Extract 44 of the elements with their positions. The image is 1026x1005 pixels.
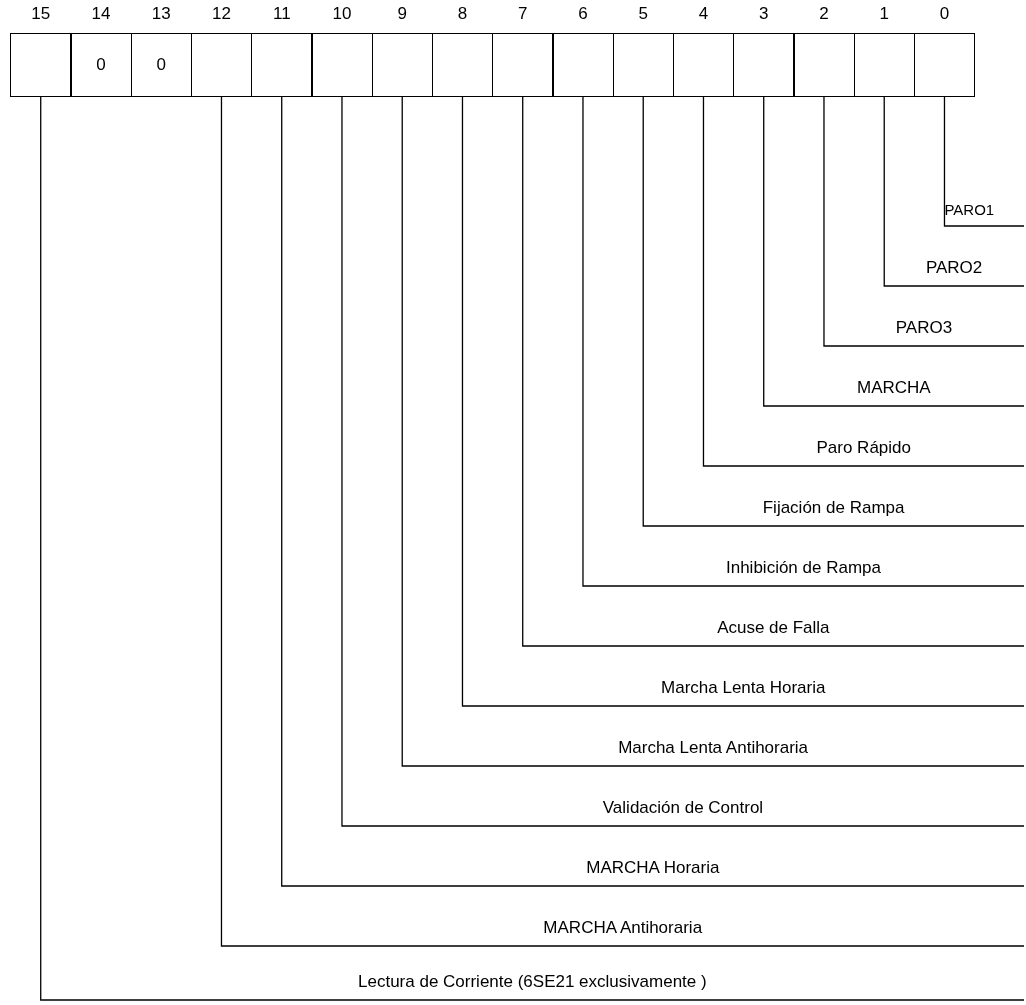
bit-number: 8 xyxy=(456,4,469,24)
field-description: MARCHA xyxy=(763,370,1024,406)
bit-number: 11 xyxy=(271,4,292,24)
field-description: Fijación de Rampa xyxy=(643,490,1024,526)
bit-number: 12 xyxy=(211,4,232,24)
field-description: Lectura de Corriente (6SE21 exclusivamente ) xyxy=(40,964,1024,1000)
field-description: Marcha Lenta Antihoraria xyxy=(402,730,1024,766)
leader-line xyxy=(40,96,1025,1001)
bit-number: 1 xyxy=(878,4,890,24)
leader-line xyxy=(702,96,1025,467)
field-description: Paro Rápido xyxy=(703,430,1024,466)
bit-number: 2 xyxy=(818,4,830,24)
bit-number: 10 xyxy=(331,4,353,24)
bit-value: 0 xyxy=(155,55,167,75)
leader-line xyxy=(883,96,1025,287)
bit-number: 14 xyxy=(90,4,112,24)
leader-line xyxy=(642,96,1025,527)
field-description: MARCHA Horaria xyxy=(281,850,1024,886)
bit-number: 7 xyxy=(517,4,529,24)
leader-line xyxy=(943,96,1025,227)
field-description: PARO3 xyxy=(823,310,1024,346)
bit-number: 15 xyxy=(30,4,52,24)
field-description: PARO2 xyxy=(884,250,1024,286)
field-description: Validación de Control xyxy=(341,790,1024,826)
bit-number: 9 xyxy=(396,4,408,24)
bit-number: 6 xyxy=(577,4,589,24)
field-description: MARCHA Antihoraria xyxy=(221,910,1024,946)
leader-line xyxy=(582,96,1025,587)
bit-number: 5 xyxy=(637,4,649,24)
field-description: Acuse de Falla xyxy=(522,610,1024,646)
leader-line xyxy=(461,96,1025,707)
leader-line xyxy=(341,96,1025,827)
bit-value: 0 xyxy=(95,55,107,75)
field-description: Inhibición de Rampa xyxy=(582,550,1024,586)
field-description: PARO1 xyxy=(944,190,1024,226)
bit-number: 4 xyxy=(697,4,710,24)
leader-line xyxy=(763,96,1025,407)
leader-line xyxy=(823,96,1025,347)
leader-line xyxy=(401,96,1025,767)
leader-line xyxy=(522,96,1025,647)
field-description: Marcha Lenta Horaria xyxy=(462,670,1024,706)
bit-number: 3 xyxy=(758,4,770,24)
bit-number: 0 xyxy=(938,4,951,24)
bit-number: 13 xyxy=(150,4,172,24)
